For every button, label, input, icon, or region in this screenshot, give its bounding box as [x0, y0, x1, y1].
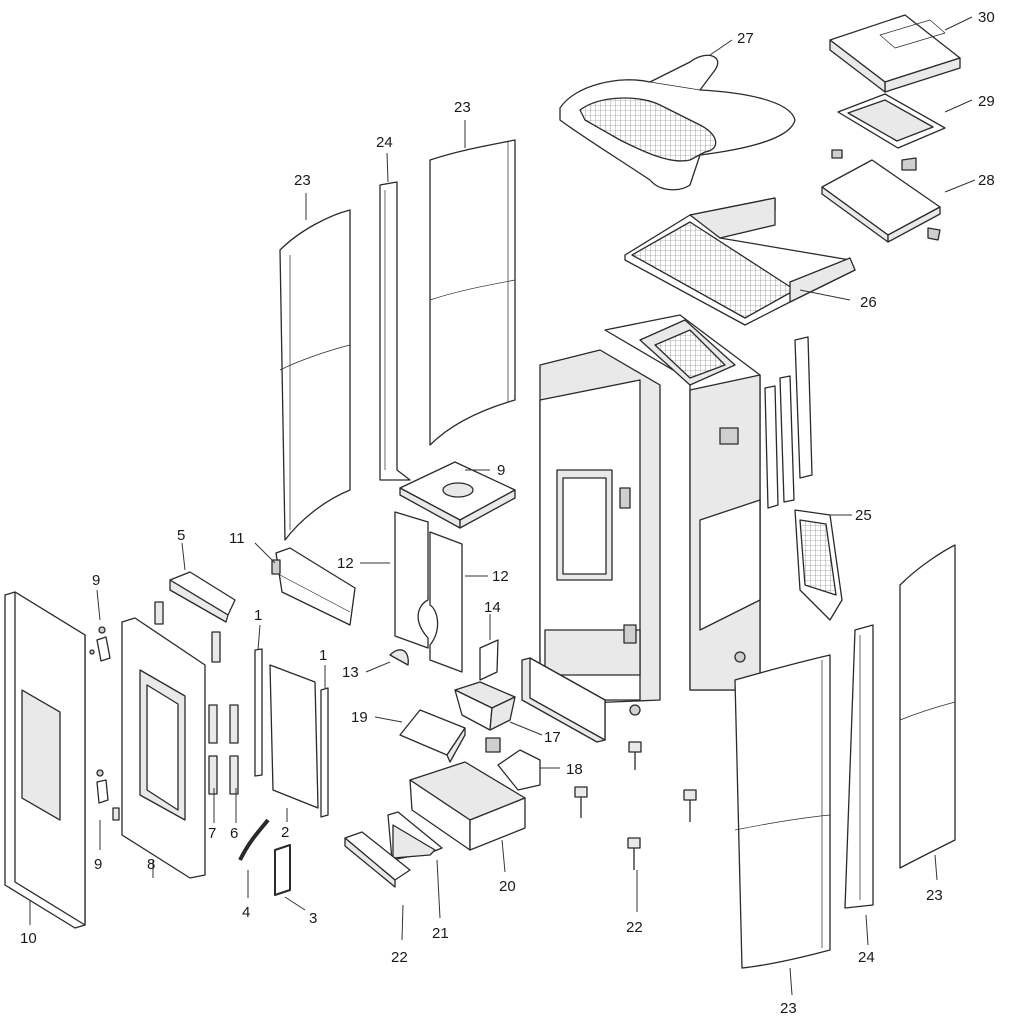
part-10-front-door-panel — [4, 591, 86, 929]
part-14-clip — [389, 649, 409, 666]
callout-21: 22 — [391, 949, 408, 966]
callout-12-a: 12 — [337, 555, 354, 572]
callout-5: 5 — [177, 527, 185, 544]
callout-2: 2 — [281, 824, 289, 841]
part-24-rail-lower — [844, 624, 874, 909]
callout-18: 19 — [351, 709, 368, 726]
callout-12-b: 12 — [492, 568, 509, 585]
part-16-bracket — [521, 657, 606, 743]
part-1-glass-strips — [254, 648, 329, 818]
callout-1-b: 1 — [319, 647, 327, 664]
callout-1-a: 1 — [254, 607, 262, 624]
part-23-side-panel-upper-left — [279, 209, 351, 541]
callout-28: 28 — [978, 172, 995, 189]
callout-15: 14 — [484, 599, 501, 616]
callout-8: 8 — [147, 856, 155, 873]
part-11-top-plate — [399, 461, 516, 529]
part-23-side-panel-upper-center — [429, 139, 516, 446]
part-18-tray-plate — [399, 709, 466, 763]
part-29-gasket-frame — [837, 93, 946, 149]
callout-22: 22 — [626, 919, 643, 936]
callout-24-a: 24 — [376, 134, 393, 151]
part-25-rear-grille — [794, 509, 843, 621]
callout-27: 27 — [737, 30, 754, 47]
callout-6: 6 — [230, 825, 238, 842]
part-8-door-frame — [121, 617, 206, 879]
callout-16: 17 — [544, 729, 561, 746]
callout-25: 25 — [855, 507, 872, 524]
callout-9-b: 9 — [94, 856, 102, 873]
part-30-top-lid — [829, 14, 961, 93]
part-16-burn-pot — [454, 681, 516, 731]
part-23-side-panel-lower-right — [899, 544, 956, 869]
callout-10: 10 — [20, 930, 37, 947]
stove-main-body — [539, 314, 761, 716]
part-3-spring — [274, 844, 291, 896]
callout-14: 13 — [342, 664, 359, 681]
part-4-handle — [238, 818, 270, 861]
part-24-rail-upper — [379, 181, 411, 481]
callout-labels: 30 29 28 27 26 25 23 24 23 9 12 12 11 5 … — [20, 9, 995, 1017]
callout-29: 29 — [978, 93, 995, 110]
part-28-tray — [821, 149, 941, 243]
callout-13: 11 — [229, 530, 245, 547]
callout-23-c: 23 — [780, 1000, 797, 1017]
callout-23-a: 23 — [294, 172, 311, 189]
callout-19: 20 — [499, 878, 516, 895]
callout-23-d: 23 — [926, 887, 943, 904]
part-12-liner-left — [394, 511, 429, 649]
rear-rails — [764, 336, 813, 509]
part-5-deflector — [169, 571, 236, 623]
part-27-top-cover — [559, 54, 796, 191]
callout-9-a: 9 — [92, 572, 100, 589]
part-2-glass — [269, 664, 319, 809]
callout-26: 26 — [860, 294, 877, 311]
part-17-bracket — [485, 737, 541, 791]
part-19-ash-pan — [409, 761, 526, 851]
callout-4: 4 — [242, 904, 250, 921]
callout-3: 3 — [309, 910, 317, 927]
callout-23-b: 23 — [454, 99, 471, 116]
callout-20: 21 — [432, 925, 449, 942]
part-9-hinges — [89, 626, 120, 821]
callout-11: 9 — [497, 462, 505, 479]
part-12-liner-right — [429, 531, 463, 673]
callout-7: 7 — [208, 825, 216, 842]
leader-lines — [29, 16, 976, 996]
callout-24-b: 24 — [858, 949, 875, 966]
part-20-inspection-plate — [387, 811, 443, 861]
part-13-baffle — [271, 547, 356, 626]
part-21-cover — [344, 831, 411, 888]
part-22-feet — [574, 741, 697, 870]
callout-17: 18 — [566, 761, 583, 778]
callout-30: 30 — [978, 9, 995, 26]
part-26-grid-frame — [624, 197, 856, 326]
gasket-strips — [154, 601, 239, 795]
part-23-side-panel-lower-center — [734, 654, 831, 969]
part-15-plate — [479, 639, 499, 681]
